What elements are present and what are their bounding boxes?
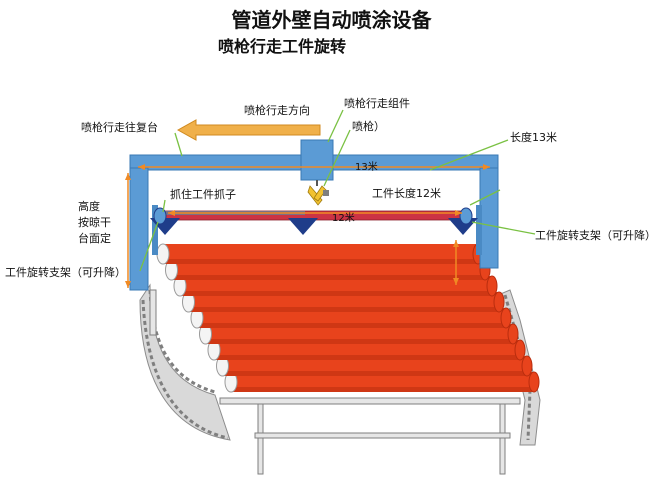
leader-lines <box>139 109 536 272</box>
dimension-12m <box>168 210 462 216</box>
pipe-rollers <box>156 243 540 393</box>
pipe-roller <box>165 259 491 281</box>
label-spray-assembly: 喷枪行走组件 <box>344 97 410 110</box>
direction-arrow-icon <box>176 119 321 141</box>
label-rotate-support-left: 工件旋转支架（可升降） <box>5 266 126 279</box>
pipe-roller <box>207 339 526 361</box>
spray-gun-icon <box>307 185 329 206</box>
spray-assembly <box>300 139 334 186</box>
label-height-3: 台面定 <box>78 232 111 245</box>
label-spray-direction: 喷枪行走方向 <box>244 104 310 117</box>
dimension-height <box>125 173 131 288</box>
pipe-roller <box>224 371 540 393</box>
label-height-1: 高度 <box>78 200 100 213</box>
label-dim-12: 12米 <box>332 213 355 224</box>
label-dim-13: 13米 <box>355 162 378 173</box>
pipe-roller <box>156 243 484 265</box>
page-subtitle: 喷枪行走工件旋转 <box>218 37 347 56</box>
label-return-stand: 喷枪行走往复台 <box>81 121 158 134</box>
rotate-chuck-left <box>153 207 167 225</box>
label-workpiece-length: 工件长度12米 <box>372 187 441 200</box>
gripper-icon <box>150 218 478 235</box>
label-gripper: 抓住工件抓子 <box>170 188 236 201</box>
pipe-roller <box>173 275 498 297</box>
label-rotate-support-right: 工件旋转支架（可升降） <box>535 229 656 242</box>
pipe-roller <box>199 323 519 345</box>
pipe-roller <box>190 307 512 329</box>
bottom-frame <box>149 289 521 475</box>
dimension-lift <box>453 240 459 285</box>
label-length-13: 长度13米 <box>510 131 557 144</box>
label-spray-gun: 喷枪） <box>352 120 385 133</box>
dimension-13m <box>138 164 490 170</box>
rotate-chuck-right <box>459 207 473 225</box>
pipe-roller <box>182 291 505 313</box>
page-title: 管道外壁自动喷涂设备 <box>231 8 432 32</box>
pipe-roller <box>216 355 533 377</box>
label-height-2: 按晾干 <box>78 216 111 229</box>
